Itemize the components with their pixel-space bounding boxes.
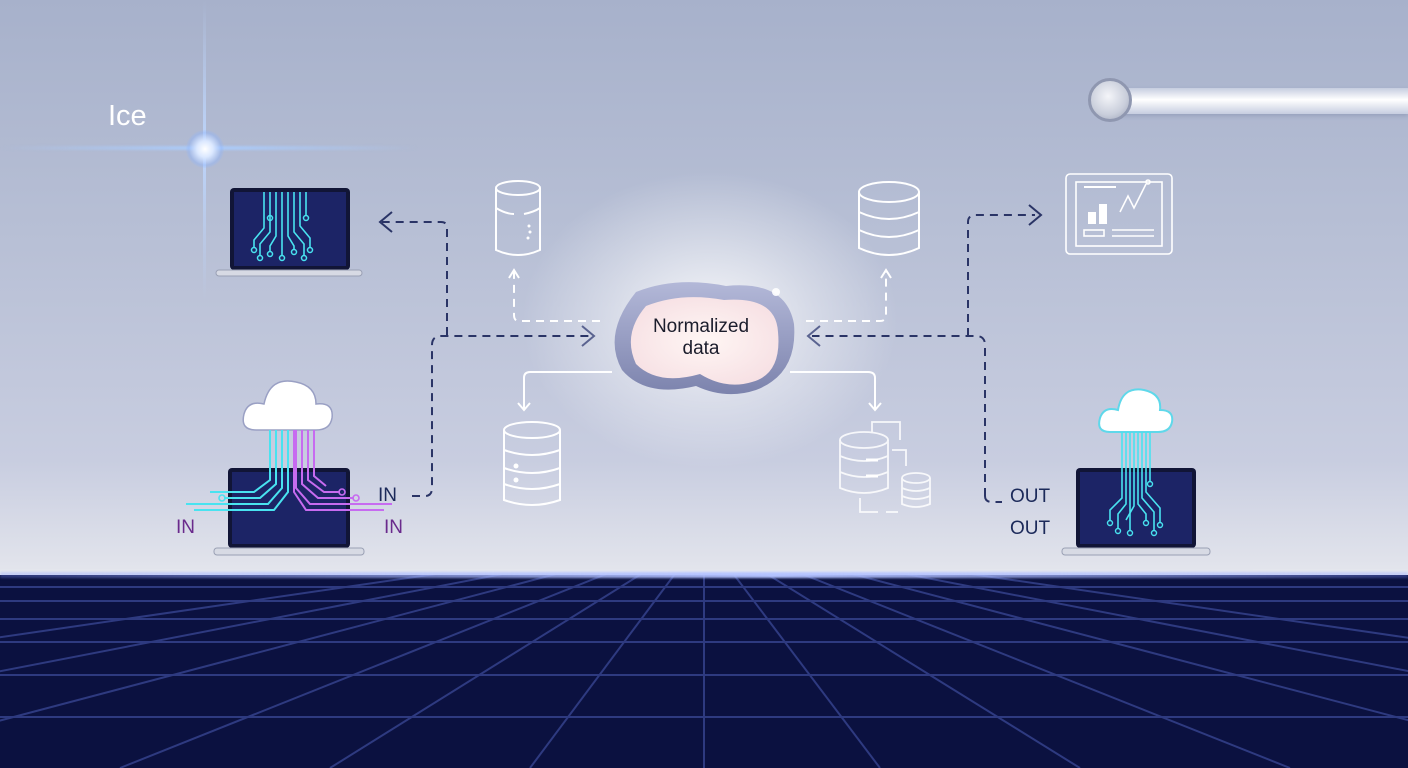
out-label-2: OUT <box>1010 518 1051 539</box>
cloud-laptop-icon[interactable] <box>170 372 410 562</box>
database-icon[interactable] <box>856 180 922 262</box>
light-flare-icon <box>186 130 224 168</box>
normalized-data-hub[interactable] <box>606 274 796 398</box>
dashed-arrow-to-top-laptop <box>382 221 448 335</box>
cloud-laptop-icon[interactable] <box>1060 380 1212 560</box>
laptop-circuit-icon[interactable] <box>214 186 364 280</box>
right-in-label: IN <box>384 517 403 538</box>
dashed-arrow-to-dashboard <box>967 214 1035 336</box>
dashed-arrow-in-to-hub <box>412 335 590 497</box>
horizon-glow <box>0 572 1408 578</box>
grid-floor <box>0 575 1408 768</box>
title-label: Ice <box>108 100 147 132</box>
hub-label-line1: Normalized <box>652 316 750 337</box>
dashed-arrow-out-to-hub <box>812 335 986 496</box>
distributed-database-icon[interactable] <box>836 418 936 518</box>
slider-track[interactable] <box>1108 88 1408 114</box>
out-label-1: OUT <box>1010 486 1051 507</box>
left-in-label: IN <box>176 517 195 538</box>
hub-label-line2: data <box>682 338 720 359</box>
hub-label: Normalized data <box>606 316 796 360</box>
dashboard-chart-icon[interactable] <box>1064 172 1174 256</box>
dashed-in-label: IN <box>378 485 397 506</box>
dashed-out-tail <box>984 495 1002 503</box>
server-database-icon[interactable] <box>502 420 562 510</box>
slider-knob[interactable] <box>1088 78 1132 122</box>
database-icon[interactable] <box>492 178 544 260</box>
grid-lines <box>0 575 1408 768</box>
